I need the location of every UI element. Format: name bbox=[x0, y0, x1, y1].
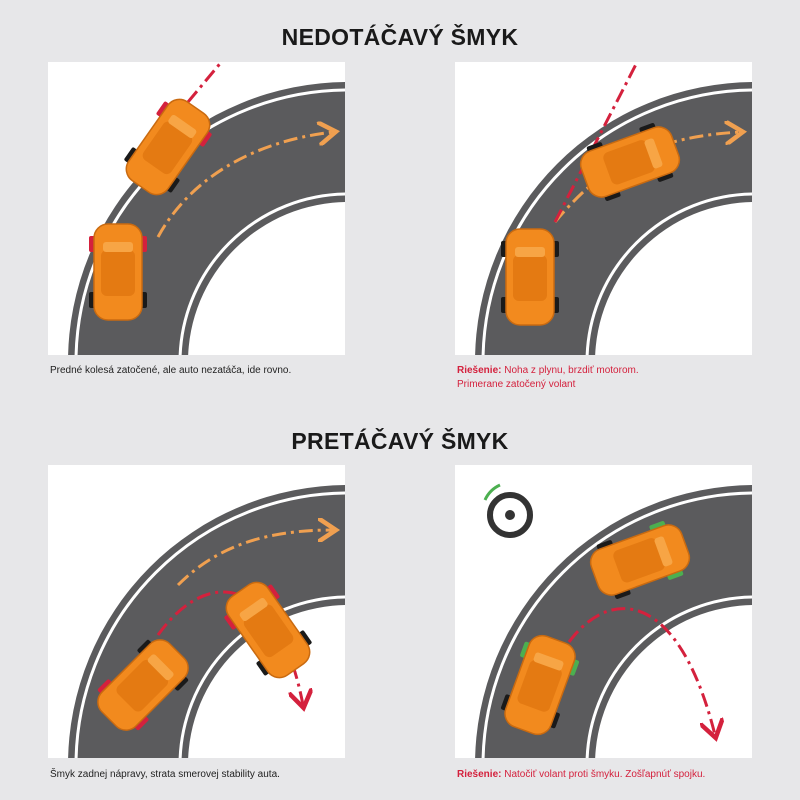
understeer-title: NEDOTÁČAVÝ ŠMYK bbox=[281, 24, 519, 50]
solution-label: Riešenie: bbox=[457, 769, 502, 780]
car bbox=[89, 223, 147, 321]
solution-label: Riešenie: bbox=[457, 365, 502, 376]
car bbox=[579, 122, 681, 202]
trajectory-arrow bbox=[553, 607, 715, 735]
trajectory-arrow bbox=[156, 132, 333, 238]
trajectory-arrow bbox=[176, 530, 333, 587]
trajectory-arrow bbox=[553, 62, 639, 223]
understeer-problem-illustration bbox=[48, 62, 345, 355]
understeer-solution-caption: Riešenie: Noha z plynu, brzdiť motorom. P… bbox=[457, 364, 639, 392]
trajectory-arrow bbox=[553, 132, 740, 223]
trajectory-arrow bbox=[186, 62, 224, 103]
car bbox=[589, 520, 691, 600]
understeer-solution-illustration bbox=[455, 62, 752, 355]
solution-text: Noha z plynu, brzdiť motorom. bbox=[501, 365, 639, 376]
car bbox=[500, 634, 580, 736]
steering-wheel-icon bbox=[483, 483, 533, 538]
understeer-problem-caption: Predné kolesá zatočené, ale auto nezatáč… bbox=[50, 365, 292, 376]
car bbox=[97, 639, 189, 731]
oversteer-solution-illustration bbox=[455, 465, 752, 758]
oversteer-solution-caption: Riešenie: Natočiť volant proti šmyku. Zo… bbox=[457, 768, 705, 782]
car bbox=[124, 98, 212, 196]
solution-text-2: Primerane zatočený volant bbox=[457, 379, 576, 390]
car bbox=[224, 581, 312, 679]
oversteer-problem-caption: Šmyk zadnej nápravy, strata smerovej sta… bbox=[50, 769, 280, 780]
oversteer-problem-illustration bbox=[48, 465, 345, 758]
car bbox=[501, 228, 559, 326]
oversteer-title: PRETÁČAVÝ ŠMYK bbox=[291, 428, 509, 454]
solution-text: Natočiť volant proti šmyku. Zošľapnúť sp… bbox=[501, 769, 706, 780]
